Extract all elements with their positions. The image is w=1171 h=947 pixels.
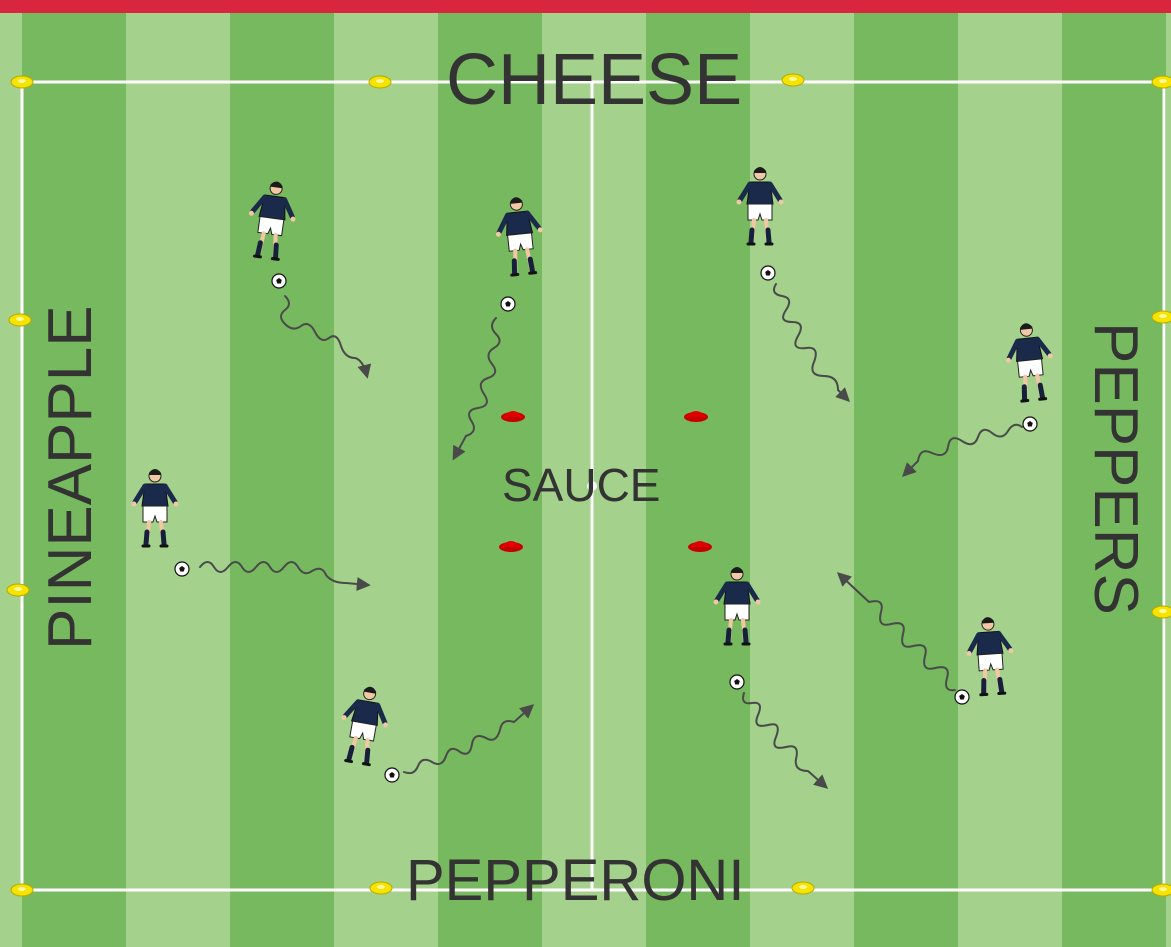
soccer-player-icon xyxy=(132,469,179,546)
yellow-disc-cone-icon xyxy=(11,76,33,88)
yellow-disc-cone-icon xyxy=(11,884,33,896)
soccer-ball-icon xyxy=(175,562,189,576)
zone-label-bottom: PEPPERONI xyxy=(400,852,750,910)
soccer-ball-icon xyxy=(955,690,969,704)
wavy-dribble-arrow-icon xyxy=(404,706,532,773)
yellow-disc-cone-icon xyxy=(7,584,29,596)
zone-label-top: CHEESE xyxy=(440,44,748,116)
red-disc-cone-icon xyxy=(688,541,712,552)
dribble-arrows xyxy=(200,284,1022,787)
yellow-disc-cone-icon xyxy=(1152,76,1171,88)
wavy-dribble-arrow-icon xyxy=(200,562,368,585)
zone-label-right: PEPPERS xyxy=(1084,322,1146,615)
zone-label-left: PINEAPPLE xyxy=(40,305,102,650)
soccer-player-icon xyxy=(334,683,394,767)
yellow-disc-cone-icon xyxy=(369,76,391,88)
wavy-dribble-arrow-icon xyxy=(904,425,1022,475)
yellow-disc-cone-icon xyxy=(1152,884,1171,896)
soccer-ball-icon xyxy=(761,266,775,280)
soccer-player-icon xyxy=(1002,321,1057,402)
red-disc-cone-icon xyxy=(499,541,523,552)
balls xyxy=(175,266,1037,782)
red-disc-cone-icon xyxy=(684,411,708,422)
soccer-ball-icon xyxy=(385,768,399,782)
yellow-disc-cone-icon xyxy=(9,314,31,326)
wavy-dribble-arrow-icon xyxy=(743,693,826,787)
yellow-disc-cone-icon xyxy=(1152,311,1171,323)
soccer-player-icon xyxy=(714,567,761,644)
yellow-disc-cone-icon xyxy=(782,74,804,86)
soccer-player-icon xyxy=(737,167,784,244)
wavy-dribble-arrow-icon xyxy=(839,574,955,690)
soccer-player-icon xyxy=(492,195,547,276)
yellow-disc-cone-icon xyxy=(1152,606,1171,618)
soccer-ball-icon xyxy=(272,274,286,288)
soccer-ball-icon xyxy=(1023,417,1037,431)
soccer-ball-icon xyxy=(730,675,744,689)
soccer-player-icon xyxy=(243,178,300,261)
wavy-dribble-arrow-icon xyxy=(281,296,367,376)
wavy-dribble-arrow-icon xyxy=(774,284,848,400)
yellow-disc-cone-icon xyxy=(370,882,392,894)
wavy-dribble-arrow-icon xyxy=(454,318,500,458)
zone-label-center: SAUCE xyxy=(502,462,660,508)
soccer-player-icon xyxy=(964,615,1016,695)
red-disc-cone-icon xyxy=(501,411,525,422)
yellow-disc-cone-icon xyxy=(792,882,814,894)
soccer-ball-icon xyxy=(501,297,515,311)
